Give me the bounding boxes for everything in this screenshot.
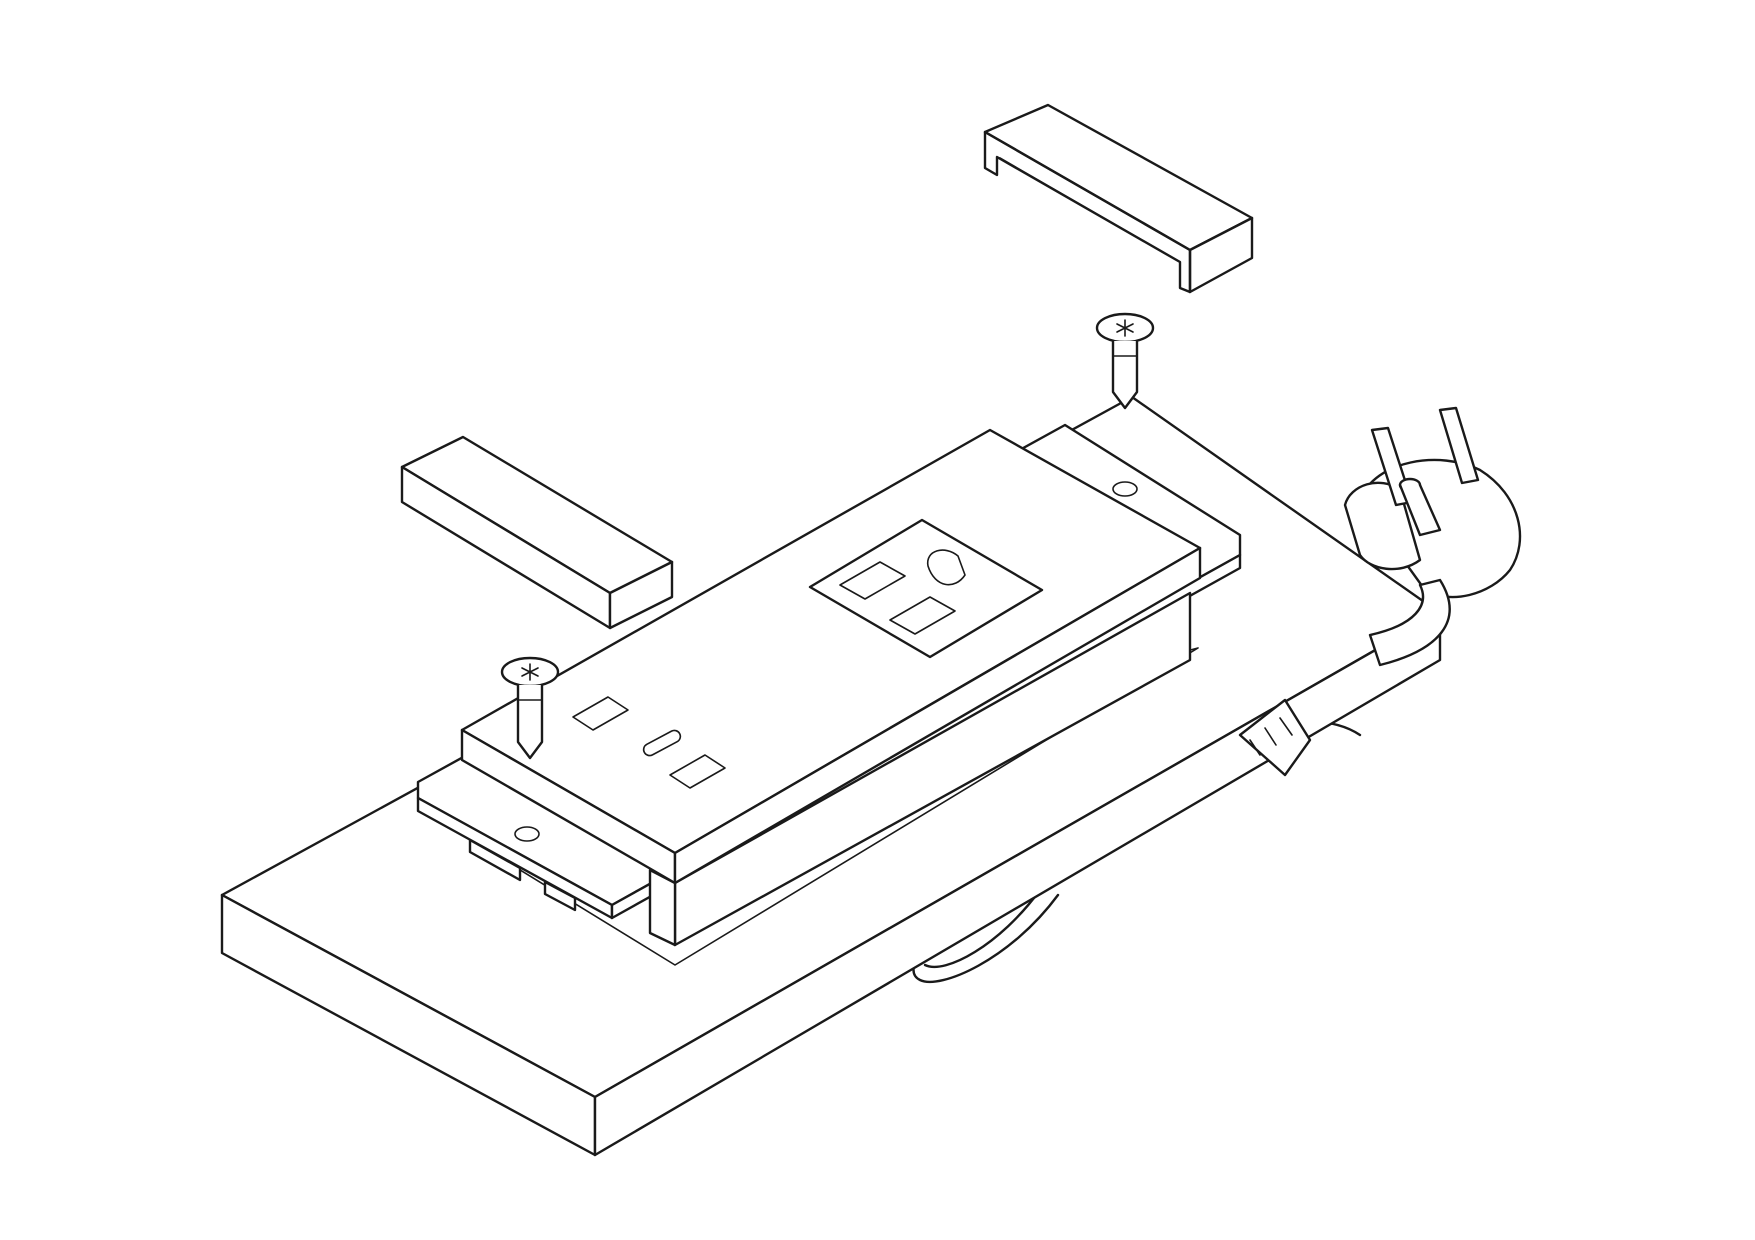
usb-c-port [642, 729, 682, 757]
end-cap-left [400, 435, 674, 630]
end-cap-right [983, 103, 1254, 294]
mounting-screw-left [500, 656, 560, 760]
plug [1343, 406, 1522, 667]
power-module [460, 428, 1202, 947]
mounting-screw-right [1095, 312, 1155, 410]
usb-a-port-2 [669, 754, 726, 789]
cable-clip [1238, 698, 1312, 777]
ac-outlet [808, 518, 1044, 659]
usb-a-port [572, 696, 629, 731]
